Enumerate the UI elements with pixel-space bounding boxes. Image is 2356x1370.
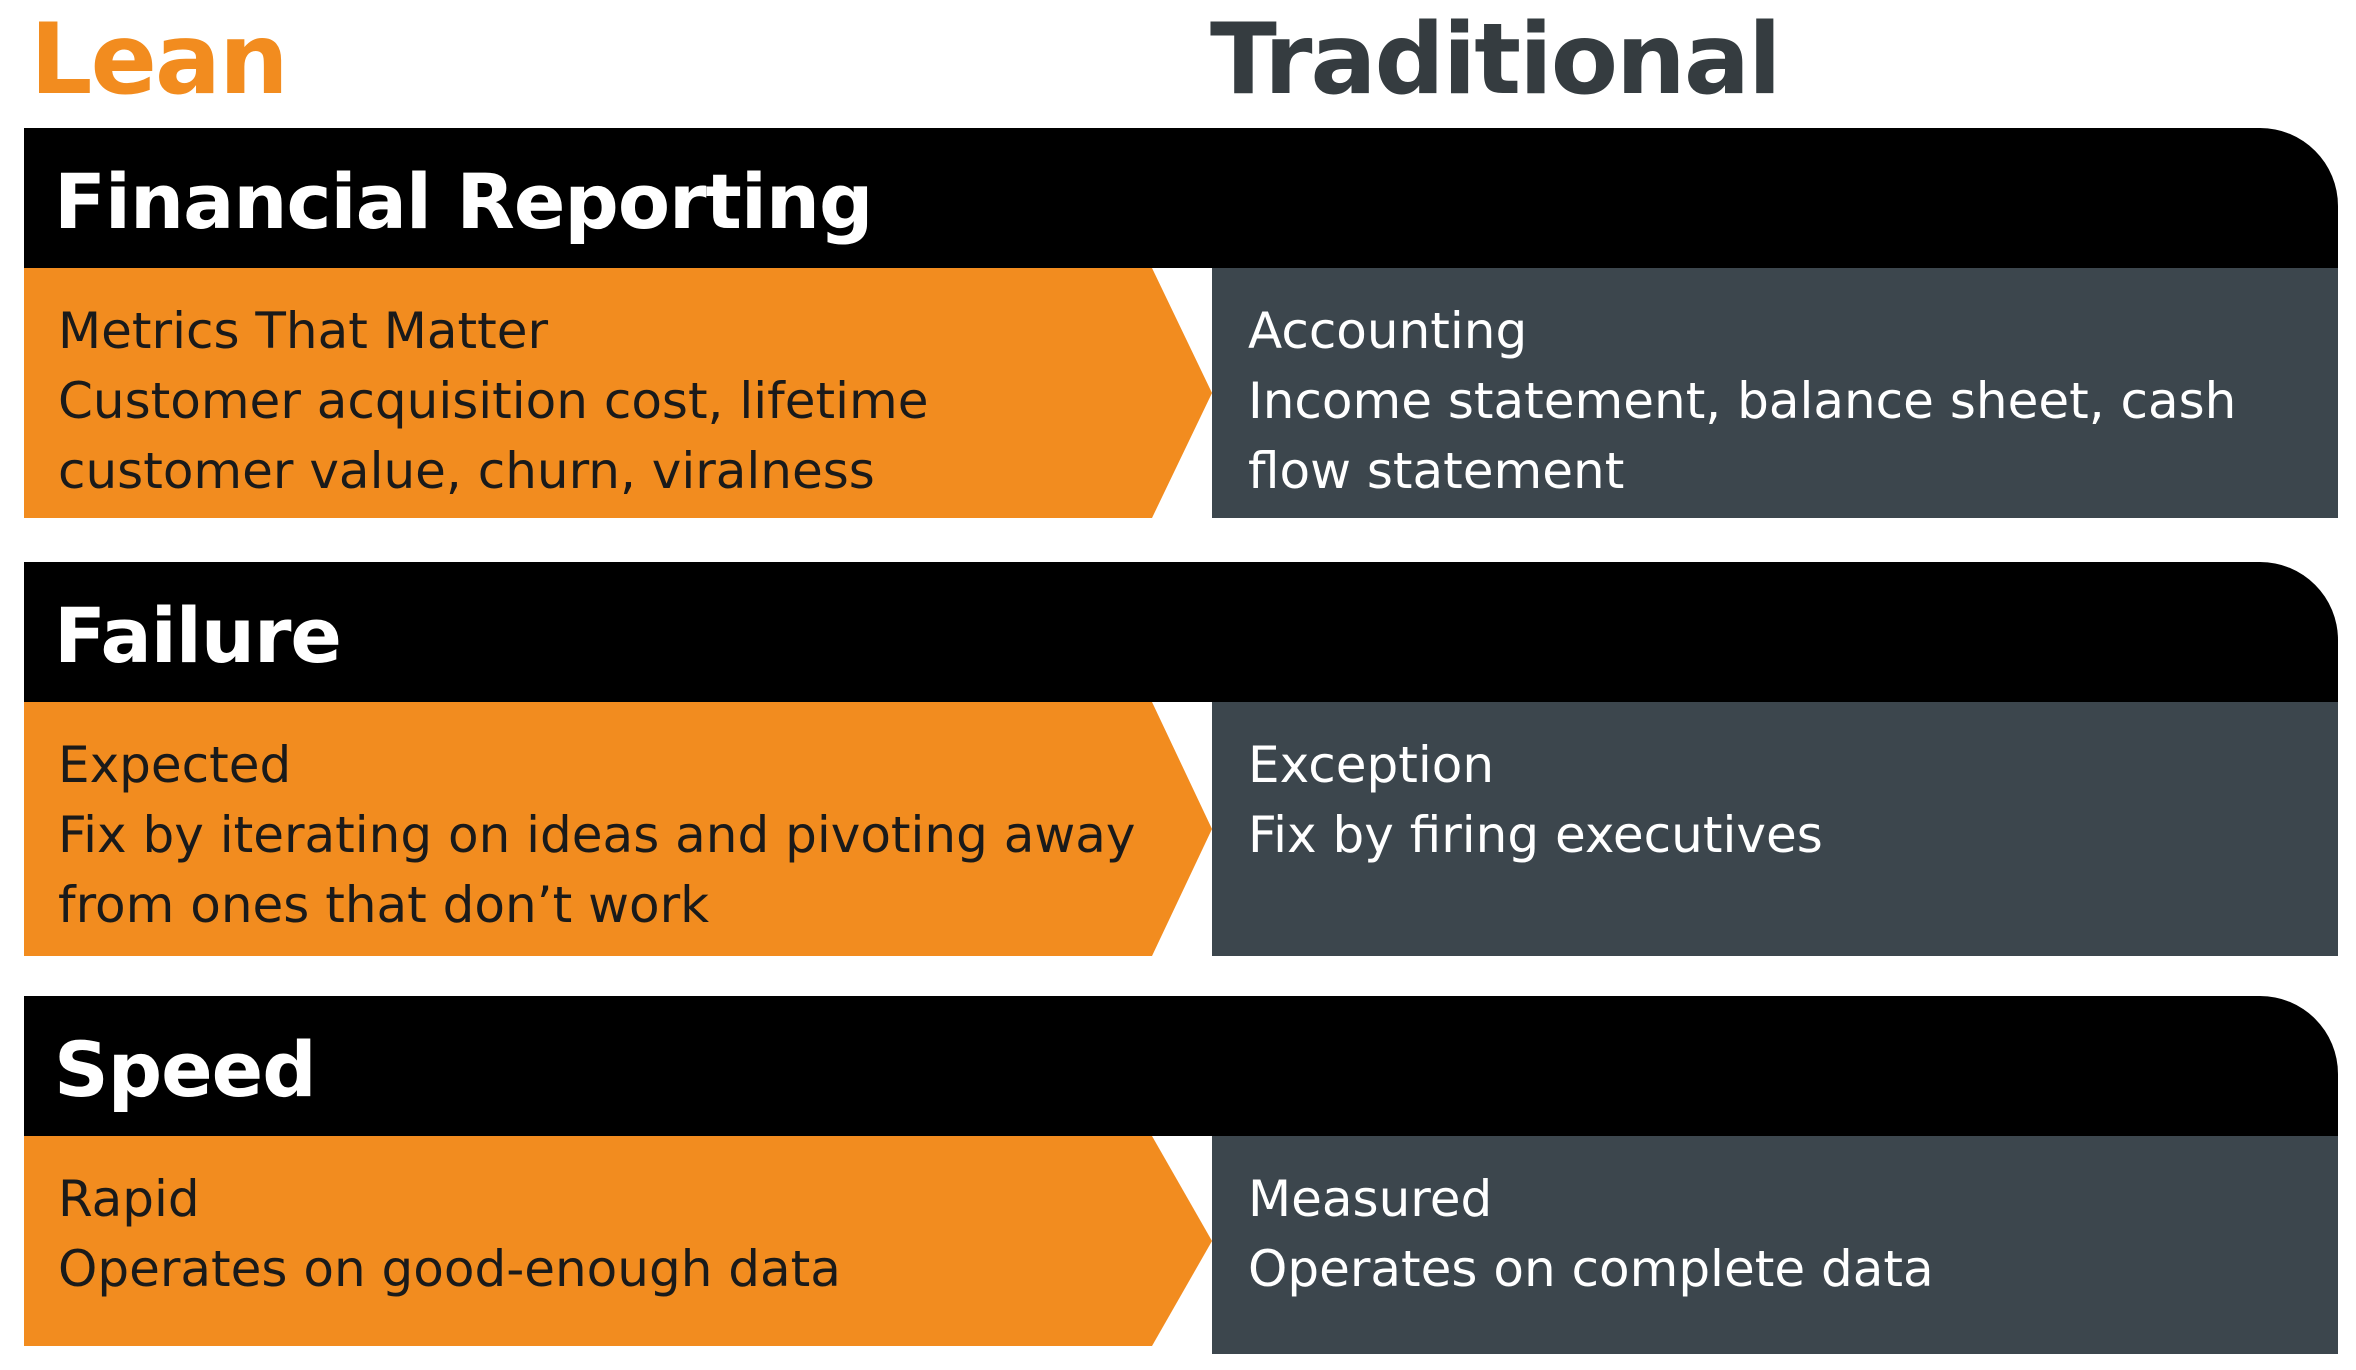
traditional-panel-text: Accounting Income statement, balance she…: [1248, 296, 2298, 506]
traditional-panel: Accounting Income statement, balance she…: [1212, 268, 2338, 518]
lean-panel-heading: Metrics That Matter: [58, 302, 549, 360]
section-title-bar: Financial Reporting: [24, 128, 2338, 268]
lean-panel-line: from ones that don’t work: [58, 876, 710, 934]
traditional-panel-line: Fix by firing executives: [1248, 806, 1823, 864]
traditional-panel: Measured Operates on complete data: [1212, 1136, 2338, 1354]
section-title: Speed: [54, 1025, 317, 1114]
section-title-bar: Speed: [24, 996, 2338, 1136]
traditional-panel-heading: Measured: [1248, 1170, 1493, 1228]
traditional-panel-heading: Accounting: [1248, 302, 1528, 360]
traditional-panel-heading: Exception: [1248, 736, 1495, 794]
lean-panel-line: Fix by iterating on ideas and pivoting a…: [58, 806, 1136, 864]
traditional-panel-text: Measured Operates on complete data: [1248, 1164, 2298, 1304]
lean-panel: Expected Fix by iterating on ideas and p…: [24, 702, 1212, 956]
lean-panel: Metrics That Matter Customer acquisition…: [24, 268, 1212, 518]
lean-panel-line: Operates on good-enough data: [58, 1240, 841, 1298]
traditional-column-header: Traditional: [1210, 3, 1782, 117]
section-title: Financial Reporting: [54, 157, 873, 246]
lean-panel-heading: Expected: [58, 736, 292, 794]
lean-column-header: Lean: [30, 3, 289, 117]
section-failure: Failure Expected Fix by iterating on ide…: [24, 562, 2338, 956]
section-speed: Speed Rapid Operates on good-enough data…: [24, 996, 2338, 1354]
lean-panel-text: Metrics That Matter Customer acquisition…: [58, 296, 1172, 506]
traditional-panel-line: Operates on complete data: [1248, 1240, 1934, 1298]
section-title-bar: Failure: [24, 562, 2338, 702]
traditional-panel-line: Income statement, balance sheet, cash: [1248, 372, 2237, 430]
traditional-panel-text: Exception Fix by firing executives: [1248, 730, 2298, 870]
lean-panel: Rapid Operates on good-enough data: [24, 1136, 1212, 1346]
lean-panel-text: Rapid Operates on good-enough data: [58, 1164, 1172, 1304]
section-title: Failure: [54, 591, 342, 680]
lean-panel-text: Expected Fix by iterating on ideas and p…: [58, 730, 1172, 940]
lean-panel-line: Customer acquisition cost, lifetime: [58, 372, 929, 430]
traditional-panel: Exception Fix by firing executives: [1212, 702, 2338, 956]
lean-panel-line: customer value, churn, viralness: [58, 442, 875, 500]
traditional-panel-line: flow statement: [1248, 442, 1625, 500]
section-financial-reporting: Financial Reporting Metrics That Matter …: [24, 128, 2338, 518]
lean-panel-heading: Rapid: [58, 1170, 200, 1228]
